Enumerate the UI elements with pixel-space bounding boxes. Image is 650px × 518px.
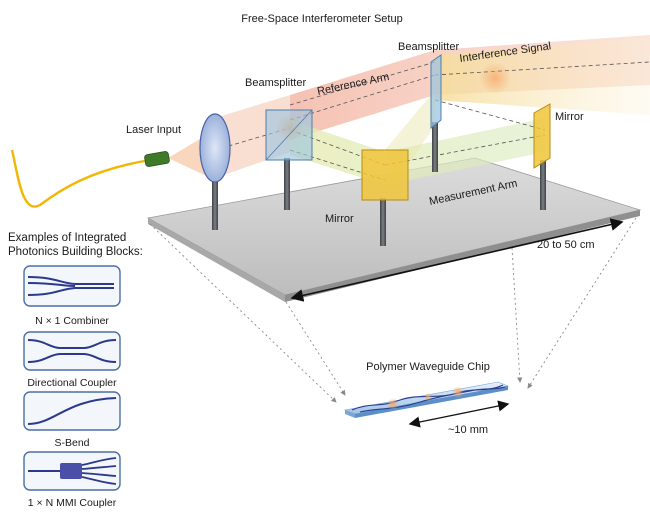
lens bbox=[199, 113, 231, 183]
label-table-dimension: 20 to 50 cm bbox=[537, 239, 594, 251]
beamsplitter-right bbox=[430, 54, 442, 130]
beam-paths bbox=[168, 35, 650, 185]
block-directional-coupler: Directional Coupler bbox=[23, 331, 121, 389]
post-beamsplitter-right bbox=[432, 122, 438, 172]
post-beamsplitter-left bbox=[284, 158, 290, 210]
label-laser-input: Laser Input bbox=[126, 124, 181, 136]
chip-dimension-arrow bbox=[408, 400, 510, 428]
sidebar-heading-line2: Photonics Building Blocks: bbox=[8, 246, 143, 258]
diagram-title: Free-Space Interferometer Setup bbox=[241, 13, 402, 25]
zoom-lines bbox=[149, 217, 637, 403]
label-beamsplitter-left: Beamsplitter bbox=[245, 77, 306, 89]
block-combiner-label: N × 1 Combiner bbox=[35, 315, 109, 327]
measurement-arm-beam bbox=[290, 118, 545, 185]
post-lens bbox=[212, 180, 218, 230]
block-mmi-coupler-label: 1 × N MMI Coupler bbox=[28, 497, 117, 509]
block-directional-coupler-label: Directional Coupler bbox=[27, 377, 117, 389]
interference-signal-beam bbox=[435, 38, 650, 115]
block-mmi-coupler: 1 × N MMI Coupler bbox=[23, 451, 121, 509]
sidebar-heading-line1: Examples of Integrated bbox=[8, 232, 126, 244]
laser-connector bbox=[144, 151, 170, 167]
post-mirror-right bbox=[540, 160, 546, 210]
label-beamsplitter-right: Beamsplitter bbox=[398, 41, 459, 53]
waveguide-chip bbox=[343, 381, 510, 418]
label-chip-dimension: ~10 mm bbox=[448, 424, 488, 436]
glow-signal bbox=[479, 62, 511, 94]
mirror-right bbox=[533, 103, 551, 169]
mirror-bottom bbox=[361, 149, 409, 201]
label-mirror-right: Mirror bbox=[555, 111, 584, 123]
block-s-bend-label: S-Bend bbox=[54, 437, 89, 449]
block-s-bend: S-Bend bbox=[23, 391, 121, 449]
beamsplitter-left-diagonal bbox=[265, 109, 313, 161]
post-mirror-bottom bbox=[380, 198, 386, 246]
building-blocks-panel: Examples of Integrated Photonics Buildin… bbox=[8, 232, 143, 509]
laser-fiber bbox=[10, 149, 170, 208]
table-dimension-arrow bbox=[290, 218, 624, 302]
label-mirror-bottom: Mirror bbox=[325, 213, 354, 225]
block-combiner: N × 1 Combiner bbox=[23, 265, 121, 327]
label-chip-title: Polymer Waveguide Chip bbox=[366, 361, 490, 373]
